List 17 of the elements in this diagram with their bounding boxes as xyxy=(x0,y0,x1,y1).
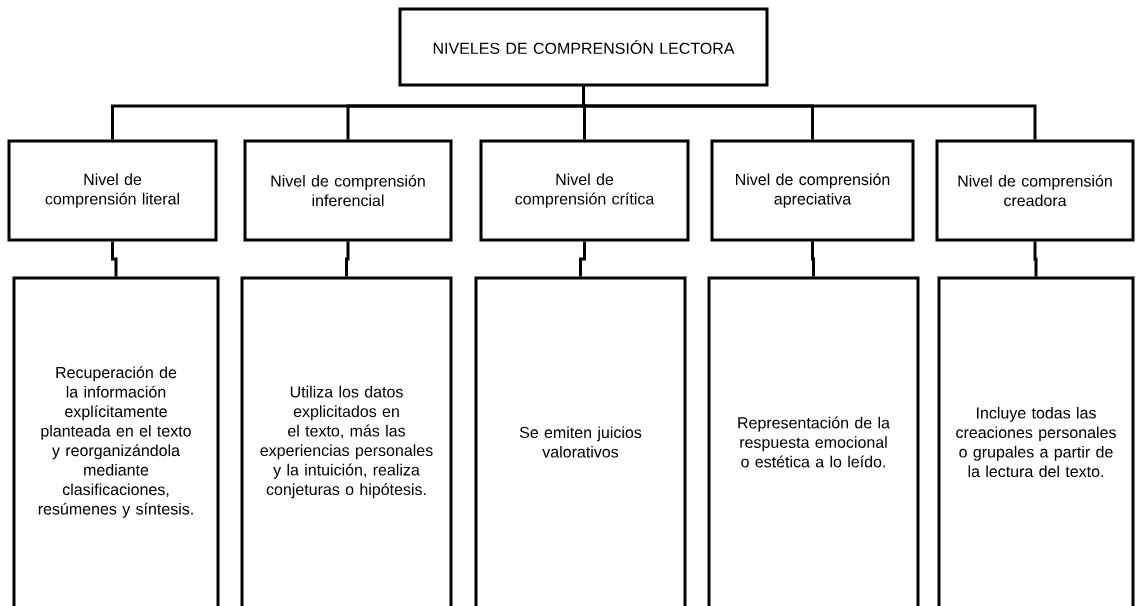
connector-line xyxy=(1033,241,1038,277)
description-box: Incluye todas las creaciones personales o grupales a partir de la lectura del texto. xyxy=(937,276,1135,606)
connector-line xyxy=(111,241,118,277)
connector-line xyxy=(811,241,815,277)
connector-line xyxy=(579,241,586,277)
level-box: Nivel de comprensión literal xyxy=(7,139,218,242)
connector-line xyxy=(582,86,1037,140)
level-box: Nivel de comprensión apreciativa xyxy=(710,139,915,242)
description-box: Se emiten juicios valorativos xyxy=(474,276,687,606)
title-box: NIVELES DE COMPRENSIÓN LECTORA xyxy=(398,7,769,87)
description-box: Utiliza los datos explicitados en el texto, más las experiencias personales y la intuición, realiza conjeturas o hipótesis. xyxy=(240,276,453,606)
description-box: Representación de la respuesta emocional o estética a lo leído. xyxy=(707,276,920,606)
level-box: Nivel de comprensión inferencial xyxy=(243,139,453,242)
level-box: Nivel de comprensión creadora xyxy=(935,139,1135,242)
description-box: Recuperación de la información explícitamente planteada en el texto y reorganizándola mediante clasificaciones, resúmenes y síntesis. xyxy=(12,276,220,606)
level-box: Nivel de comprensión crítica xyxy=(479,139,690,242)
connector-line xyxy=(345,241,350,277)
